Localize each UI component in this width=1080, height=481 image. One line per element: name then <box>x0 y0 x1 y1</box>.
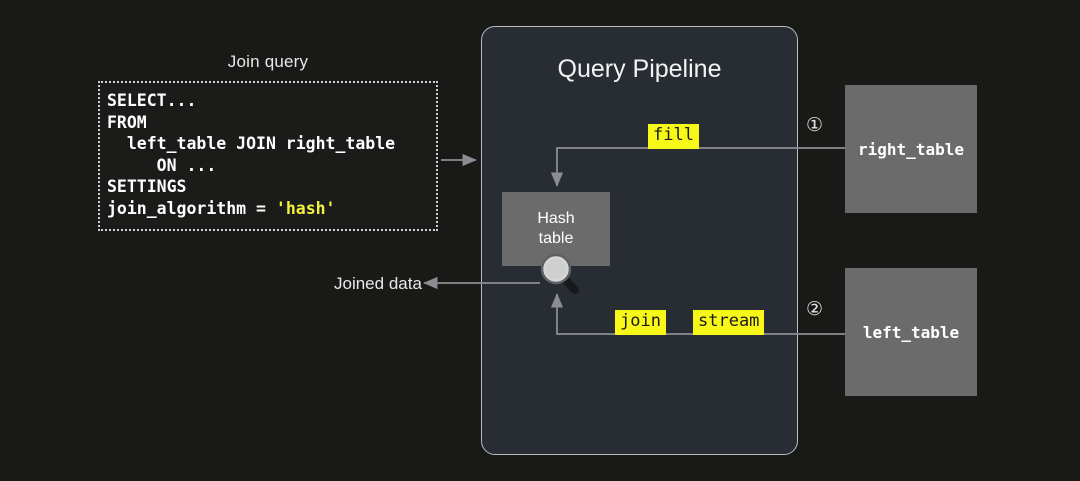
joined-data-label: Joined data <box>334 274 422 293</box>
right-table-label: right_table <box>858 139 964 159</box>
join-query-box: SELECT... FROM left_table JOIN right_tab… <box>98 81 438 231</box>
wire-fill <box>550 147 845 187</box>
edge-label-fill: fill <box>648 124 699 149</box>
join-query-code: SELECT... FROM left_table JOIN right_tab… <box>107 90 395 219</box>
step-marker-2: ② <box>806 298 824 320</box>
left-table-box: left_table <box>845 268 977 396</box>
query-line-3: left_table JOIN right_table <box>107 134 396 153</box>
query-line-2: FROM <box>107 112 147 132</box>
query-line-6: join_algorithm = <box>107 198 276 218</box>
query-pipeline-title: Query Pipeline <box>557 55 722 83</box>
join-query-title: Join query <box>227 52 309 71</box>
edge-label-join: join <box>615 310 666 335</box>
magnifying-glass-icon <box>540 253 579 294</box>
step-marker-1: ① <box>806 114 824 136</box>
right-table-box: right_table <box>845 85 977 213</box>
query-line-4: ON ... <box>107 155 217 175</box>
edge-label-stream: stream <box>693 310 765 335</box>
join-algorithm-value: 'hash' <box>275 198 336 218</box>
left-table-label: left_table <box>862 322 960 342</box>
query-line-5: SETTINGS <box>107 177 187 196</box>
query-line-1: SELECT... <box>107 91 197 110</box>
